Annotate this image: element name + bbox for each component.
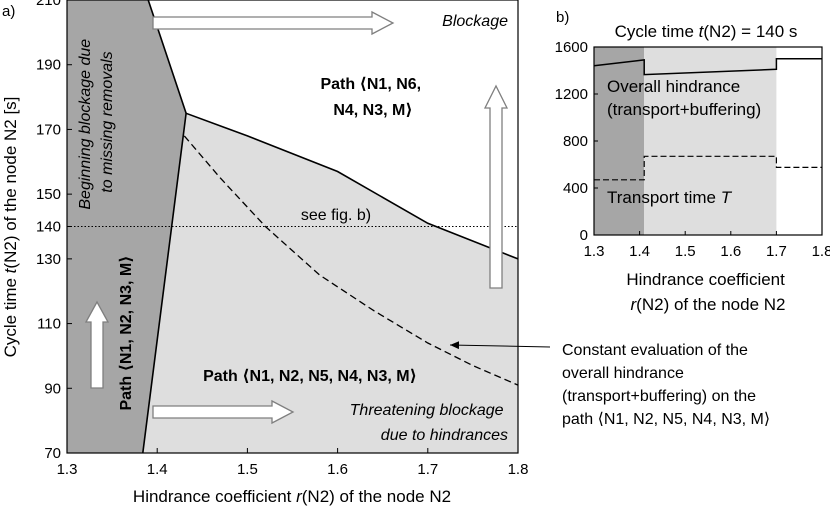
callout-line-2: overall hindrance [562,365,684,382]
chart-a-x-tick-label-0: 1.3 [57,461,78,478]
chart-a-y-tick-label-2: 110 [37,316,61,333]
chart-a: 1.3 1.4 1.5 1.6 1.7 1.8 70 90 110 130 140 150 170 19… [1,0,770,506]
chart-b-x-tick-label-3: 1.6 [720,243,741,260]
chart-b-x-tick-label-5: 1.8 [812,243,830,260]
upward-arrow-left [84,300,110,389]
chart-a-series-2 [183,135,519,386]
chart-b-panel-label: b) [556,9,569,26]
chart-b: 1.3 1.4 1.5 1.6 1.7 1.8 0 400 800 1200 1600 b) Cy… [555,9,830,314]
chart-b-x-tick-label-4: 1.7 [766,243,787,260]
chart-b-series-0 [593,58,822,76]
chart-b-x-axis-label-line-2: r(N2) of the node N2 [631,295,786,314]
chart-a-x-tick-label-3: 1.6 [327,461,348,478]
chart-a-x-ticks: 1.3 1.4 1.5 1.6 1.7 1.8 [57,448,529,478]
chart-b-y-tick-label-4: 1600 [555,39,588,56]
chart-b-x-tick-label-2: 1.5 [675,243,696,260]
path-lower-label: Path ⟨N1, N2, N5, N4, N3, M⟩ [203,368,417,385]
threatening-blockage-arrow [152,399,295,425]
overall-hindrance-line-2: (transport+buffering) [607,100,761,119]
chart-a-y-ticks: 70 90 110 130 140 150 170 190 210 [36,0,72,462]
chart-a-series-0 [142,112,519,454]
chart-a-x-tick-label-1: 1.4 [147,461,168,478]
chart-a-x-tick-label-2: 1.5 [237,461,258,478]
chart-b-x-axis-label-line-1: Hindrance coefficient [626,270,785,289]
chart-a-y-tick-label-7: 190 [36,57,61,74]
upward-arrow-right [483,84,509,289]
chart-b-x-axis-label: Hindrance coefficient r(N2) of the node … [626,270,789,314]
chart-a-x-axis-label: Hindrance coefficient r(N2) of the node … [133,487,451,506]
see-fig-b-label: see fig. b) [301,207,371,224]
path-upper-line-1: Path ⟨N1, N6, [320,76,421,93]
chart-a-y-tick-label-0: 70 [44,445,61,462]
chart-a-y-axis-label: Cycle time t(N2) of the node N2 [s] [1,97,20,358]
callout-line-1: Constant evaluation of the [562,342,748,359]
chart-b-y-tick-label-1: 400 [563,180,588,197]
threatening-blockage-line-2: due to hindrances [381,427,508,444]
chart-b-series [593,58,822,181]
chart-b-y-tick-label-2: 800 [563,133,588,150]
chart-b-x-tick-label-1: 1.4 [629,243,650,260]
chart-a-y-tick-label-8: 210 [36,0,61,9]
path-upper-line-2: N4, N3, M⟩ [333,102,412,119]
chart-a-x-tick-label-5: 1.8 [508,461,529,478]
chart-a-region-1 [142,113,519,454]
chart-b-y-tick-label-0: 0 [580,227,588,244]
chart-b-band-0 [594,47,645,235]
transport-time-label: Transport time T [607,188,733,207]
chart-b-x-tick-label-0: 1.3 [584,243,605,260]
chart-b-title: Cycle time t(N2) = 140 s [615,22,798,41]
callout-leader-line [449,341,551,350]
beginning-blockage-label: Beginning blockage due to missing remova… [77,34,116,209]
chart-b-bands [594,47,777,235]
chart-a-y-tick-label-4: 140 [36,219,61,236]
beginning-blockage-line-1: Beginning blockage due [77,39,94,210]
callout-line-3: (transport+buffering) on the [562,388,756,405]
chart-b-series-1 [594,155,822,181]
callout-text: Constant evaluation of the overall hindr… [562,342,770,428]
threatening-blockage-label: Threatening blockage due to hindrances [350,402,508,444]
overall-hindrance-line-1: Overall hindrance [607,77,740,96]
chart-a-y-tick-label-3: 130 [36,251,61,268]
callout-line-4: path ⟨N1, N2, N5, N4, N3, M⟩ [562,411,770,428]
path-upper-label: Path ⟨N1, N6, N4, N3, M⟩ [320,76,425,119]
chart-a-y-tick-label-5: 150 [36,186,61,203]
blockage-arrow [152,10,395,36]
threatening-blockage-line-1: Threatening blockage [350,402,504,419]
chart-a-panel-label: a) [2,3,15,20]
chart-a-x-tick-label-4: 1.7 [417,461,438,478]
overall-hindrance-label: Overall hindrance (transport+buffering) [607,77,761,119]
blockage-label: Blockage [442,13,508,30]
chart-a-y-tick-label-1: 90 [44,380,61,397]
path-left-label: Path ⟨N1, N2, N3, M⟩ [118,255,135,410]
chart-a-y-tick-label-6: 170 [36,121,61,138]
chart-b-y-tick-label-3: 1200 [555,86,588,103]
beginning-blockage-line-2: to missing removals [99,51,116,192]
chart-b-y-ticks: 0 400 800 1200 1600 [555,39,598,244]
chart-b-x-ticks: 1.3 1.4 1.5 1.6 1.7 1.8 [584,231,830,260]
chart-b-band-1 [644,47,777,235]
